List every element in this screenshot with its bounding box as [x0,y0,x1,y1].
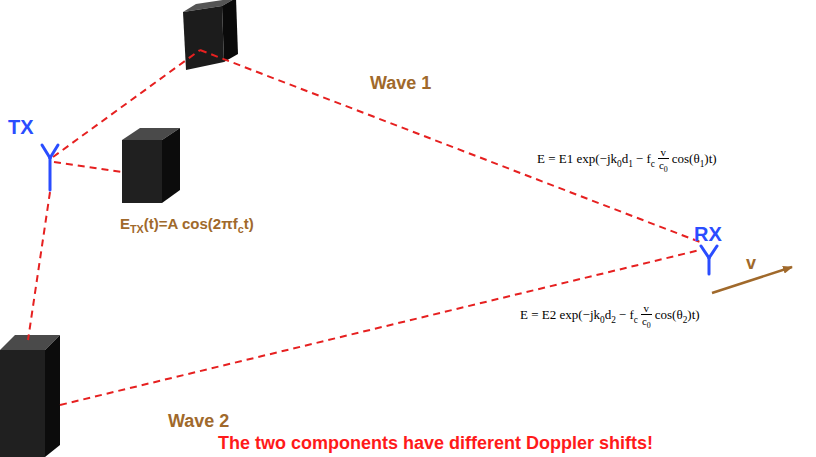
antenna-label: TX [8,117,34,137]
wave-label: Wave 2 [168,412,229,430]
field-equation: cos(θ [672,151,700,166]
doppler-note: The two components have different Dopple… [218,434,653,452]
tx-signal-formula: E [120,215,130,232]
tx-signal-formula: (t)=A cos(2πf [144,215,238,232]
wave-label: Wave 2 [168,411,229,431]
subscript: 2 [683,315,688,325]
field-equation: − f [619,307,634,322]
field-equation: )t) [687,307,699,322]
rx-antenna [701,246,717,274]
subscript: TX [130,223,144,235]
fraction: vc0 [641,302,652,331]
subscript: 1 [700,159,705,169]
wave-label: Wave 1 [370,74,431,92]
field-equation: − f [636,151,651,166]
subscript: 0 [617,159,622,169]
fraction-numerator: v [641,302,652,315]
antenna-label: RX [694,223,722,245]
fraction: vc0 [658,146,669,175]
tx-signal-formula: t) [244,215,254,232]
field-equation: cos(θ [655,307,683,322]
field-equation: d [622,151,629,166]
tx-signal-formula: ETX(t)=A cos(2πfct) [120,216,254,235]
field-equation: v [661,146,667,158]
fraction-denominator: c0 [658,159,669,174]
field-equation: E = E1 exp(−jk [537,151,617,166]
field-equation: v [644,302,650,314]
tx-antenna [42,145,58,190]
subscript: 2 [611,315,616,325]
field-equation: )t) [704,151,716,166]
antenna-label: RX [694,224,722,244]
fraction-numerator: v [658,146,669,159]
wave-label: Wave 1 [370,73,431,93]
field-equation: E = E2 exp(−jk [520,307,600,322]
antenna-label: TX [8,116,34,138]
subscript: 0 [647,321,651,330]
subscript: c [651,159,655,169]
subscript: c [634,315,638,325]
subscript: 0 [664,165,668,174]
velocity-label: v [746,253,756,273]
propagation-path [28,50,700,405]
fraction-denominator: c0 [641,315,652,330]
scatterer-box [122,128,180,203]
doppler-note: The two components have different Dopple… [218,433,653,453]
subscript: 1 [628,159,633,169]
scatterer-box [183,0,238,70]
field-equation: c [642,315,647,327]
subscript: 0 [600,315,605,325]
velocity-label: v [746,254,756,272]
scatterer-box [0,335,60,457]
field-equation: d [605,307,612,322]
subscript: c [238,223,244,235]
field-equation: E = E2 exp(−jk0d2− fcvc0cos(θ2)t) [520,302,700,331]
field-equation: E = E1 exp(−jk0d1− fcvc0cos(θ1)t) [537,146,717,175]
field-equation: c [659,159,664,171]
